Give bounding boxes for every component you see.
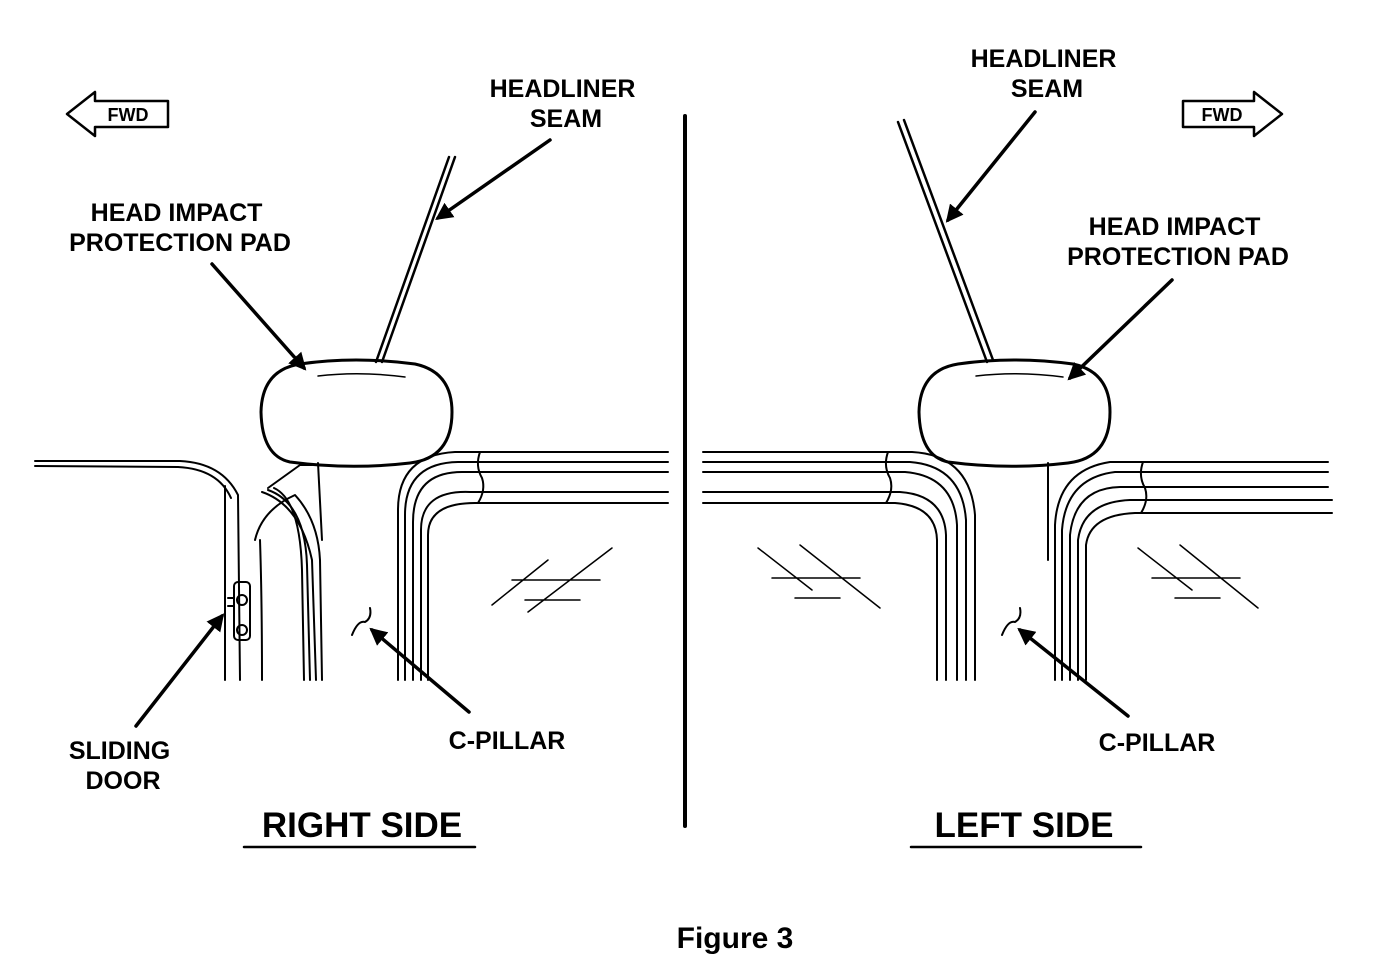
pad-highlight [975, 373, 1064, 378]
glass-reflection [757, 544, 1259, 609]
sliding-door-arrow [134, 613, 225, 728]
headliner-seam-line [374, 155, 457, 364]
head-impact-protection-pad [917, 358, 1112, 468]
rear-window-frame [1047, 461, 1333, 681]
head-impact-protection-pad [259, 358, 454, 468]
c-pillar-label: C-PILLAR [1099, 729, 1216, 757]
sliding-door-label: SLIDING DOOR [69, 737, 177, 795]
head-impact-pad-label: HEAD IMPACT PROTECTION PAD [69, 199, 291, 257]
right-side-title: RIGHT SIDE [262, 806, 462, 845]
c-pillar-mark [351, 607, 372, 636]
headliner-seam-label: HEADLINER SEAM [971, 45, 1124, 103]
c-pillar-mark [1001, 607, 1022, 636]
headliner-seam-arrow [435, 138, 552, 221]
sliding-door-latch [227, 581, 251, 641]
left-side-panel: FWD [702, 45, 1333, 849]
c-pillar-arrow [1017, 627, 1130, 718]
head-impact-pad-arrow [210, 262, 307, 371]
fwd-arrow-left: FWD [65, 90, 170, 138]
headliner-seam-line [896, 118, 995, 364]
headliner-seam-arrow [945, 110, 1037, 223]
figure-caption: Figure 3 [677, 922, 794, 955]
fwd-label: FWD [108, 105, 149, 125]
rear-window-frame [397, 451, 669, 681]
fwd-label: FWD [1202, 105, 1243, 125]
head-impact-pad-label: HEAD IMPACT PROTECTION PAD [1067, 213, 1289, 271]
head-impact-pad-arrow [1067, 278, 1174, 381]
side-window-frame [702, 451, 976, 681]
door-frame [34, 460, 323, 681]
left-side-title: LEFT SIDE [935, 806, 1114, 845]
glass-reflection [491, 547, 613, 613]
fwd-arrow-right: FWD [1181, 90, 1284, 138]
right-side-panel: FWD [34, 75, 669, 849]
c-pillar-label: C-PILLAR [449, 727, 566, 755]
headliner-seam-label: HEADLINER SEAM [490, 75, 643, 133]
c-pillar-arrow [369, 627, 471, 714]
pad-highlight [317, 373, 406, 378]
